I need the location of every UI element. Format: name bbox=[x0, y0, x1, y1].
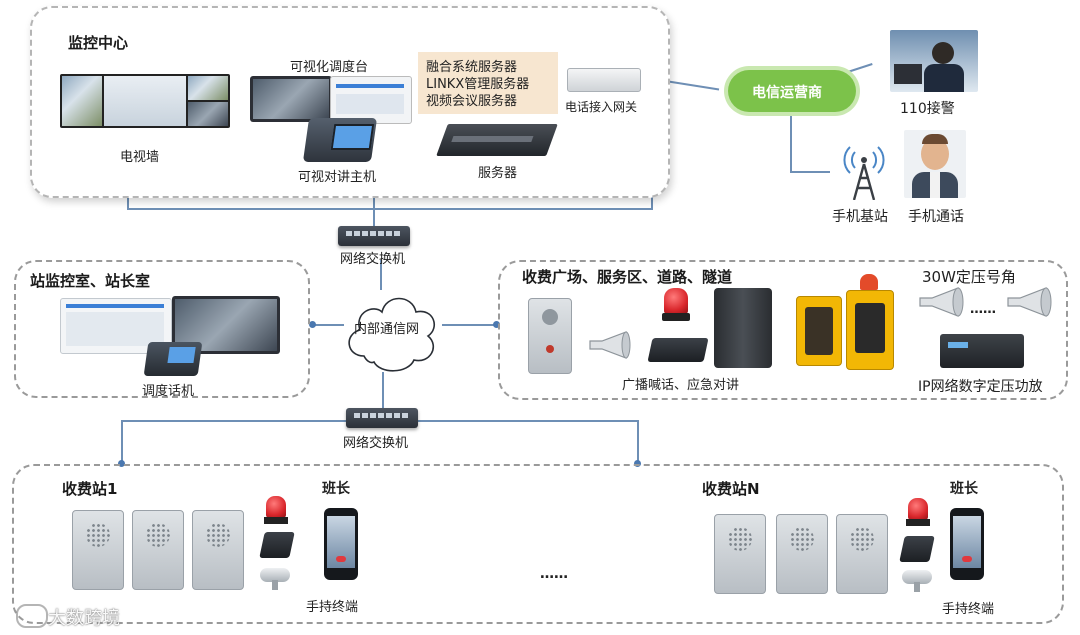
toll-intercom-panel bbox=[72, 510, 124, 590]
base-station-icon bbox=[842, 144, 886, 201]
handheld-terminal-image bbox=[950, 508, 984, 580]
horn-speaker-icon bbox=[916, 286, 968, 318]
stations-ellipsis: …… bbox=[540, 566, 568, 582]
telecom-operator-label: 电信运营商 bbox=[752, 85, 822, 101]
network-switch-bottom-label: 网络交换机 bbox=[343, 436, 409, 451]
dispatch-phone-label: 调度话机 bbox=[142, 384, 195, 399]
link-operator-down bbox=[790, 112, 792, 172]
police-image bbox=[890, 30, 978, 92]
server-label: 服务器 bbox=[478, 166, 518, 181]
amplifier-label: IP网络数字定压功放 bbox=[918, 379, 1043, 395]
toll-station-n-title: 收费站N bbox=[702, 480, 760, 498]
node-dot bbox=[309, 321, 316, 328]
link-center-bar bbox=[127, 208, 653, 210]
controller-box-image bbox=[647, 338, 709, 362]
warning-light-icon bbox=[662, 288, 690, 322]
toll-intercom-panel bbox=[192, 510, 244, 590]
toll-intercom-panel bbox=[836, 514, 888, 594]
horn-speaker-icon bbox=[586, 330, 634, 360]
link-bottom-right bbox=[637, 420, 639, 464]
link-center-right bbox=[651, 196, 653, 209]
emergency-phone-beacon bbox=[846, 274, 894, 370]
node-dot bbox=[118, 460, 125, 467]
link-bottom-left bbox=[121, 420, 123, 464]
plaza-box bbox=[498, 260, 1068, 400]
tv-wall-label: 电视墙 bbox=[120, 150, 160, 165]
controller-box-image bbox=[259, 532, 295, 558]
tv-wall-image bbox=[60, 74, 230, 128]
amplifier-image bbox=[940, 334, 1024, 368]
intercom-host-image bbox=[302, 118, 378, 162]
link-left-cloud bbox=[312, 324, 344, 326]
internal-network-cloud bbox=[340, 282, 444, 378]
link-center-mid bbox=[373, 196, 375, 226]
station-room-screens bbox=[60, 296, 280, 354]
internal-network-label: 内部通信网 bbox=[354, 322, 420, 337]
toll-stations-box bbox=[12, 464, 1064, 624]
dispatch-console-label: 可视化调度台 bbox=[290, 60, 369, 75]
server-list-item: LINKX管理服务器 bbox=[426, 77, 530, 92]
node-dot bbox=[634, 460, 641, 467]
wall-speaker-image bbox=[714, 288, 772, 368]
base-station-label: 手机基站 bbox=[832, 209, 888, 225]
toll-station-n-leader: 班长 bbox=[950, 481, 978, 497]
police-label: 110接警 bbox=[900, 101, 955, 117]
toll-station-1-leader: 班长 bbox=[322, 481, 350, 497]
plaza-title: 收费广场、服务区、道路、隧道 bbox=[522, 268, 733, 286]
link-cloud-right bbox=[442, 324, 498, 326]
horn-label: 30W定压号角 bbox=[922, 268, 1016, 286]
watermark-logo-icon bbox=[16, 604, 48, 628]
toll-station-n-handheld: 手持终端 bbox=[942, 602, 995, 617]
dispatch-console-image bbox=[250, 76, 412, 124]
broadcast-label: 广播喊话、应急对讲 bbox=[622, 378, 740, 393]
link-switch-cloud bbox=[380, 260, 382, 290]
phone-gateway-label: 电话接入网关 bbox=[565, 100, 638, 114]
station-room-title: 站监控室、站长室 bbox=[30, 272, 151, 290]
link-cloud-switch2 bbox=[382, 372, 384, 408]
toll-station-1-title: 收费站1 bbox=[62, 480, 118, 498]
monitoring-center-title: 监控中心 bbox=[68, 34, 129, 52]
link-center-left bbox=[127, 196, 129, 209]
server-image bbox=[436, 124, 558, 156]
mobile-call-image bbox=[904, 130, 966, 198]
link-operator-base bbox=[790, 171, 830, 173]
dispatch-phone-image bbox=[143, 342, 203, 376]
network-switch-top bbox=[338, 226, 410, 246]
network-switch-bottom bbox=[346, 408, 418, 428]
intercom-panel-image bbox=[528, 298, 572, 374]
intercom-host-label: 可视对讲主机 bbox=[298, 170, 377, 185]
controller-box-image bbox=[899, 536, 935, 562]
mobile-call-label: 手机通话 bbox=[908, 209, 964, 225]
toll-intercom-panel bbox=[132, 510, 184, 590]
handheld-terminal-image bbox=[324, 508, 358, 580]
server-list-tag bbox=[418, 52, 558, 114]
emergency-phone-box bbox=[796, 296, 842, 366]
camera-icon bbox=[900, 566, 936, 592]
camera-icon bbox=[258, 564, 294, 590]
horn-speaker-icon bbox=[1004, 286, 1056, 318]
horn-dots: …… bbox=[970, 302, 996, 317]
toll-station-1-handheld: 手持终端 bbox=[306, 600, 359, 615]
server-list-item: 视频会议服务器 bbox=[426, 94, 518, 109]
node-dot bbox=[493, 321, 500, 328]
telecom-operator-cloud bbox=[728, 70, 856, 112]
station-room-box bbox=[14, 260, 310, 398]
toll-intercom-panel bbox=[776, 514, 828, 594]
phone-gateway-image bbox=[567, 68, 641, 92]
warning-light-icon bbox=[906, 498, 930, 526]
watermark-text: 大数跨境 bbox=[48, 608, 120, 629]
server-list-item: 融合系统服务器 bbox=[426, 60, 518, 75]
network-switch-top-label: 网络交换机 bbox=[340, 252, 406, 267]
warning-light-icon bbox=[264, 496, 288, 524]
toll-intercom-panel bbox=[714, 514, 766, 594]
